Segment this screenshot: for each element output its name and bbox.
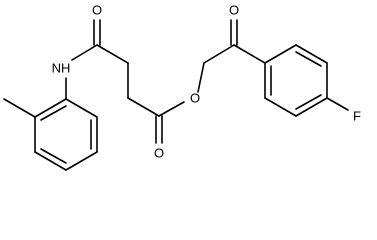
atom-f: F [353,109,361,124]
bond-c1-n [71,44,98,61]
ring2-bond-4 [295,97,328,117]
ring2-bond-5 [264,97,297,117]
ring1-bond-6 [34,98,67,118]
ring2-inner-2 [295,94,322,110]
ring1-bond-3 [65,151,98,171]
bond-methyl [3,98,36,118]
atom-o-ester: O [190,91,200,106]
atom-o-ketone: O [229,3,239,18]
tolyl-ring [3,77,98,171]
ring2-inner-1 [295,51,322,67]
bond-c1-c2 [96,44,129,64]
ring1-inner-3 [40,105,67,121]
bond-c3-c4 [127,97,160,117]
bond-o-ester-ch2 [197,62,205,93]
ring1-inner-2 [40,148,67,164]
bond-ring-f [326,97,349,111]
ring2-bond-2 [295,44,328,64]
atom-o-amide: O [92,3,102,18]
bond-c4-o-ester [158,101,185,117]
ring1-bond-1 [65,98,98,118]
fluorophenyl-ring [264,44,349,117]
atom-nh: NH [52,61,71,76]
ring2-bond-1 [264,44,297,64]
bond-c-ketone-ring [233,44,266,64]
atom-o-ester-carbonyl: O [154,146,164,161]
ring1-bond-4 [34,151,67,171]
structure-drawing: O NH O O O F [3,3,361,171]
bond-group-chain [71,19,266,144]
bond-ch2-c-ketone [203,44,235,64]
